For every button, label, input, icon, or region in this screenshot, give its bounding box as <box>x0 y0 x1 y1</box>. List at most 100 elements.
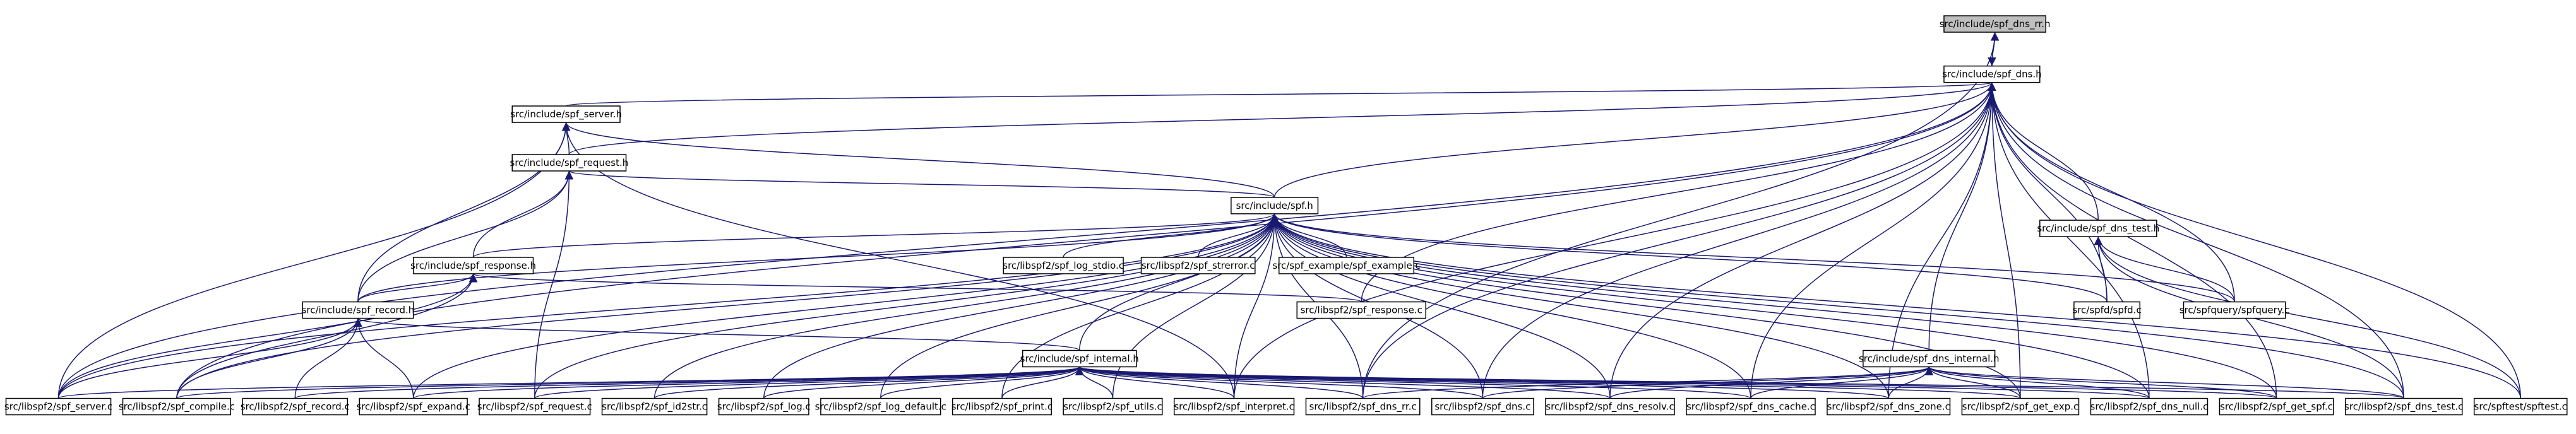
edge-dns_rr_c-includes-internal_h <box>1075 366 1364 399</box>
graph-node-dns-resolv-c[interactable]: src/libspf2/spf_dns_resolv.c <box>1545 397 1675 416</box>
node-box <box>1063 397 1163 416</box>
edge-dns_cache_c-includes-dns_h <box>1750 82 1996 399</box>
graph-node-dns-rr-c[interactable]: src/libspf2/spf_dns_rr.c <box>1305 397 1421 416</box>
edge-dns_test_c-includes-spf_h <box>1270 213 2404 399</box>
edge-dns_null_c-includes-dns_h <box>1988 82 2150 399</box>
graph-node-response-c[interactable]: src/libspf2/spf_response.c <box>1296 301 1426 319</box>
node-box <box>820 397 941 416</box>
node-label: src/libspf2/spf_get_spf.c <box>2220 401 2333 413</box>
graph-node-spf-h[interactable]: src/include/spf.h <box>1231 197 1319 214</box>
edge-dns_resolv_c-includes-dns_internal_h <box>1609 366 1933 399</box>
graph-node-dns-c[interactable]: src/libspf2/spf_dns.c <box>1431 397 1534 416</box>
graph-node-example-c[interactable]: src/spf_example/spf_example.c <box>1272 257 1421 274</box>
graph-node-response-h[interactable]: src/include/spf_response.h <box>410 257 536 274</box>
node-box <box>2073 301 2140 319</box>
node-box <box>359 397 468 416</box>
edge-dns_c-includes-dns_h <box>1482 82 1996 399</box>
graph-node-log-stdio-c[interactable]: src/libspf2/spf_log_stdio.c <box>1003 257 1124 274</box>
node-box <box>1686 397 1816 416</box>
node-label: src/libspf2/spf_server.c <box>4 401 112 413</box>
node-label: src/include/spf_server.h <box>510 108 622 120</box>
node-label: src/include/spf_dns_rr.h <box>1940 18 2051 30</box>
node-label: src/libspf2/spf_dns_cache.c <box>1686 401 1815 413</box>
edge-dns_cache_c-includes-spf_h <box>1270 213 1751 399</box>
edge-spfd_c-includes-dns_h <box>1988 82 2108 302</box>
edge-dns_test_c-includes-internal_h <box>1076 366 2404 399</box>
edge-dns_c-includes-dns_internal_h <box>1482 366 1933 399</box>
edge-compile_c-includes-internal_h <box>176 366 1083 399</box>
edge-request_c-includes-spf_h <box>534 213 1279 399</box>
graph-node-dns-zone-c[interactable]: src/libspf2/spf_dns_zone.c <box>1827 397 1951 416</box>
node-label: src/libspf2/spf_dns_zone.c <box>1827 401 1950 413</box>
graph-node-dns-cache-c[interactable]: src/libspf2/spf_dns_cache.c <box>1686 397 1816 416</box>
graph-node-interpret-c[interactable]: src/libspf2/spf_interpret.c <box>1173 397 1295 416</box>
graph-node-dns-rr-h[interactable]: src/include/spf_dns_rr.h <box>1940 15 2051 33</box>
edge-compile_c-includes-response_h <box>176 273 478 399</box>
graph-node-log-c[interactable]: src/libspf2/spf_log.c <box>717 397 811 416</box>
node-label: src/include/spf_response.h <box>410 260 536 272</box>
graph-node-strerror-c[interactable]: src/libspf2/spf_strerror.c <box>1140 257 1256 274</box>
node-label: src/include/spf_dns.h <box>1942 69 2042 81</box>
edge-server_c-includes-spf_h <box>57 213 1279 399</box>
graph-node-server-h[interactable]: src/include/spf_server.h <box>510 105 622 123</box>
edge-get_exp_c-includes-dns_h <box>1988 82 2021 399</box>
graph-node-dns-internal-h[interactable]: src/include/spf_dns_internal.h <box>1859 349 2000 368</box>
graph-node-id2str-c[interactable]: src/libspf2/spf_id2str.c <box>601 397 708 416</box>
graph-node-print-c[interactable]: src/libspf2/spf_print.c <box>951 397 1052 416</box>
node-label: src/libspf2/spf_compile.c <box>119 401 235 413</box>
node-box <box>2473 397 2568 416</box>
node-box <box>1943 15 2047 33</box>
graph-node-request-c[interactable]: src/libspf2/spf_request.c <box>477 397 592 416</box>
node-box <box>951 397 1052 416</box>
edge-dns_zone_c-includes-internal_h <box>1075 366 1889 399</box>
edge-server_c-includes-dns_h <box>57 82 1996 399</box>
edge-dns_cache_c-includes-dns_internal_h <box>1750 367 1933 399</box>
edge-spfquery_c-includes-dns_h <box>1988 82 2235 302</box>
node-box <box>1827 397 1951 416</box>
edge-dns_internal_h-includes-dns_h <box>1928 82 1996 351</box>
graph-node-compile-c[interactable]: src/libspf2/spf_compile.c <box>119 397 235 416</box>
edge-record_c-includes-internal_h <box>294 366 1083 399</box>
graph-node-spfd-c[interactable]: src/spfd/spfd.c <box>2072 301 2142 319</box>
edge-log_c-includes-internal_h <box>763 366 1084 399</box>
node-box <box>1296 301 1426 319</box>
graph-node-dns-h[interactable]: src/include/spf_dns.h <box>1942 65 2042 83</box>
graph-node-dns-null-c[interactable]: src/libspf2/spf_dns_null.c <box>2090 397 2209 416</box>
graph-node-record-h[interactable]: src/include/spf_record.h <box>302 301 415 319</box>
graph-node-dns-test-h[interactable]: src/include/spf_dns_test.h <box>2037 220 2159 237</box>
edge-log_default_c-includes-internal_h <box>880 367 1084 399</box>
node-label: src/libspf2/spf_id2str.c <box>602 401 707 413</box>
edge-spfquery_c-includes-dns_test_h <box>2094 237 2235 302</box>
edge-spftest_c-includes-dns_test_h <box>2094 237 2521 399</box>
node-label: src/libspf2/spf_log_stdio.c <box>1003 260 1124 272</box>
graph-node-expand-c[interactable]: src/libspf2/spf_expand.c <box>356 397 470 416</box>
graph-node-internal-h[interactable]: src/include/spf_internal.h <box>1020 349 1139 368</box>
node-box <box>1173 397 1295 416</box>
graph-node-get-exp-c[interactable]: src/libspf2/spf_get_exp.c <box>1961 397 2080 416</box>
edge-spf_h-includes-server_h <box>562 122 1275 198</box>
node-box <box>1140 257 1256 274</box>
graph-node-spfquery-c[interactable]: src/spfquery/spfquery.c <box>2179 301 2290 319</box>
node-box <box>511 105 621 123</box>
edge-log_stdio_c-includes-spf_h <box>1063 213 1279 258</box>
graph-node-dns-test-c[interactable]: src/libspf2/spf_dns_test.c <box>2344 397 2463 416</box>
node-label: src/libspf2/spf_expand.c <box>356 401 470 413</box>
graph-node-get-spf-c[interactable]: src/libspf2/spf_get_spf.c <box>2219 397 2334 416</box>
edge-dns_test_h-includes-dns_h <box>1988 82 2099 221</box>
node-label: src/libspf2/spf_dns_resolv.c <box>1546 401 1674 413</box>
graph-node-server-c[interactable]: src/libspf2/spf_server.c <box>4 397 112 416</box>
graph-node-utils-c[interactable]: src/libspf2/spf_utils.c <box>1063 397 1163 416</box>
edge-server_h-includes-dns_h <box>565 81 1995 107</box>
graph-node-spftest-c[interactable]: src/spftest/spftest.c <box>2473 397 2568 416</box>
edge-log_c-includes-spf_h <box>763 213 1279 399</box>
edge-record_h-includes-spf_h <box>357 213 1279 302</box>
edge-compile_c-includes-dns_h <box>176 82 1996 399</box>
node-label: src/include/spf.h <box>1236 200 1313 211</box>
graph-node-record-c[interactable]: src/libspf2/spf_record.c <box>241 397 350 416</box>
edge-dns_c-includes-internal_h <box>1075 366 1484 399</box>
node-label: src/libspf2/spf_log_default.c <box>815 401 946 413</box>
node-box <box>2344 397 2463 416</box>
graph-node-request-h[interactable]: src/include/spf_request.h <box>510 154 629 172</box>
graph-node-log-default-c[interactable]: src/libspf2/spf_log_default.c <box>815 397 946 416</box>
